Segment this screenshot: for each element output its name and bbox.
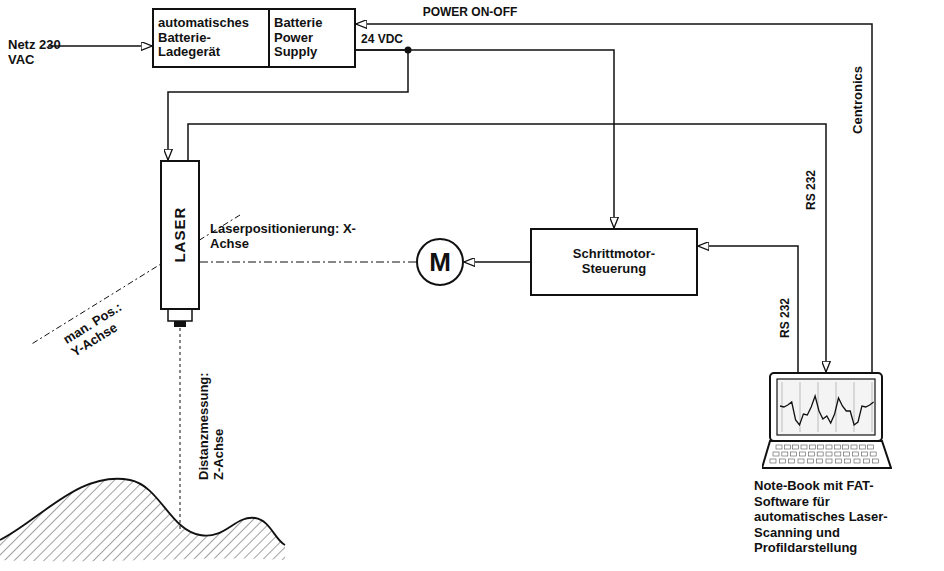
signal-arrow bbox=[188, 124, 826, 372]
motor-circle: M bbox=[416, 238, 464, 286]
port-label: Centronics bbox=[851, 50, 866, 150]
notebook-caption: Note-Book mit FAT-Software für automatis… bbox=[754, 478, 904, 556]
power-supply-box: Batterie Power Supply bbox=[268, 8, 356, 68]
edge-label: Laserpositionierung: X-Achse bbox=[208, 222, 362, 252]
box-label: automatisches Batterie- Ladegerät bbox=[158, 16, 264, 61]
terrain-profile bbox=[0, 479, 285, 545]
charger-box: automatisches Batterie- Ladegerät bbox=[152, 8, 270, 68]
signal-arrow bbox=[356, 24, 872, 372]
signal-arrow bbox=[356, 50, 614, 228]
axis-label: Distanzmessung: Z-Achse bbox=[197, 360, 227, 480]
z-axis-line bbox=[180, 328, 181, 529]
stepper-controller-box: Schrittmotor- Steuerung bbox=[530, 228, 698, 296]
mains-arrow bbox=[48, 45, 152, 47]
laptop-icon bbox=[762, 372, 892, 472]
signal-arrow bbox=[464, 261, 530, 263]
edge-label: RS 232 bbox=[779, 296, 793, 340]
axis-label: man. Pos.: Y-Achse bbox=[61, 294, 143, 361]
motor-symbol: M bbox=[429, 249, 451, 275]
edge-label: 24 VDC bbox=[359, 33, 405, 47]
box-label: Batterie Power Supply bbox=[274, 16, 350, 61]
mains-label: Netz 230 VAC bbox=[8, 38, 68, 68]
edge-label: POWER ON-OFF bbox=[421, 6, 520, 20]
axis-connector bbox=[200, 261, 416, 262]
laser-label: LASER bbox=[171, 207, 188, 263]
ground-hatching bbox=[0, 470, 290, 571]
notebook: Note-Book mit FAT-Software für automatis… bbox=[752, 372, 917, 562]
signal-arrow bbox=[698, 246, 798, 372]
laser-lens bbox=[168, 309, 192, 321]
laser-aperture bbox=[174, 321, 186, 327]
edge-label: RS 232 bbox=[805, 168, 819, 212]
box-label: Schrittmotor- Steuerung bbox=[558, 247, 670, 277]
laser-box: LASER bbox=[160, 160, 200, 310]
y-axis-line bbox=[30, 215, 240, 345]
